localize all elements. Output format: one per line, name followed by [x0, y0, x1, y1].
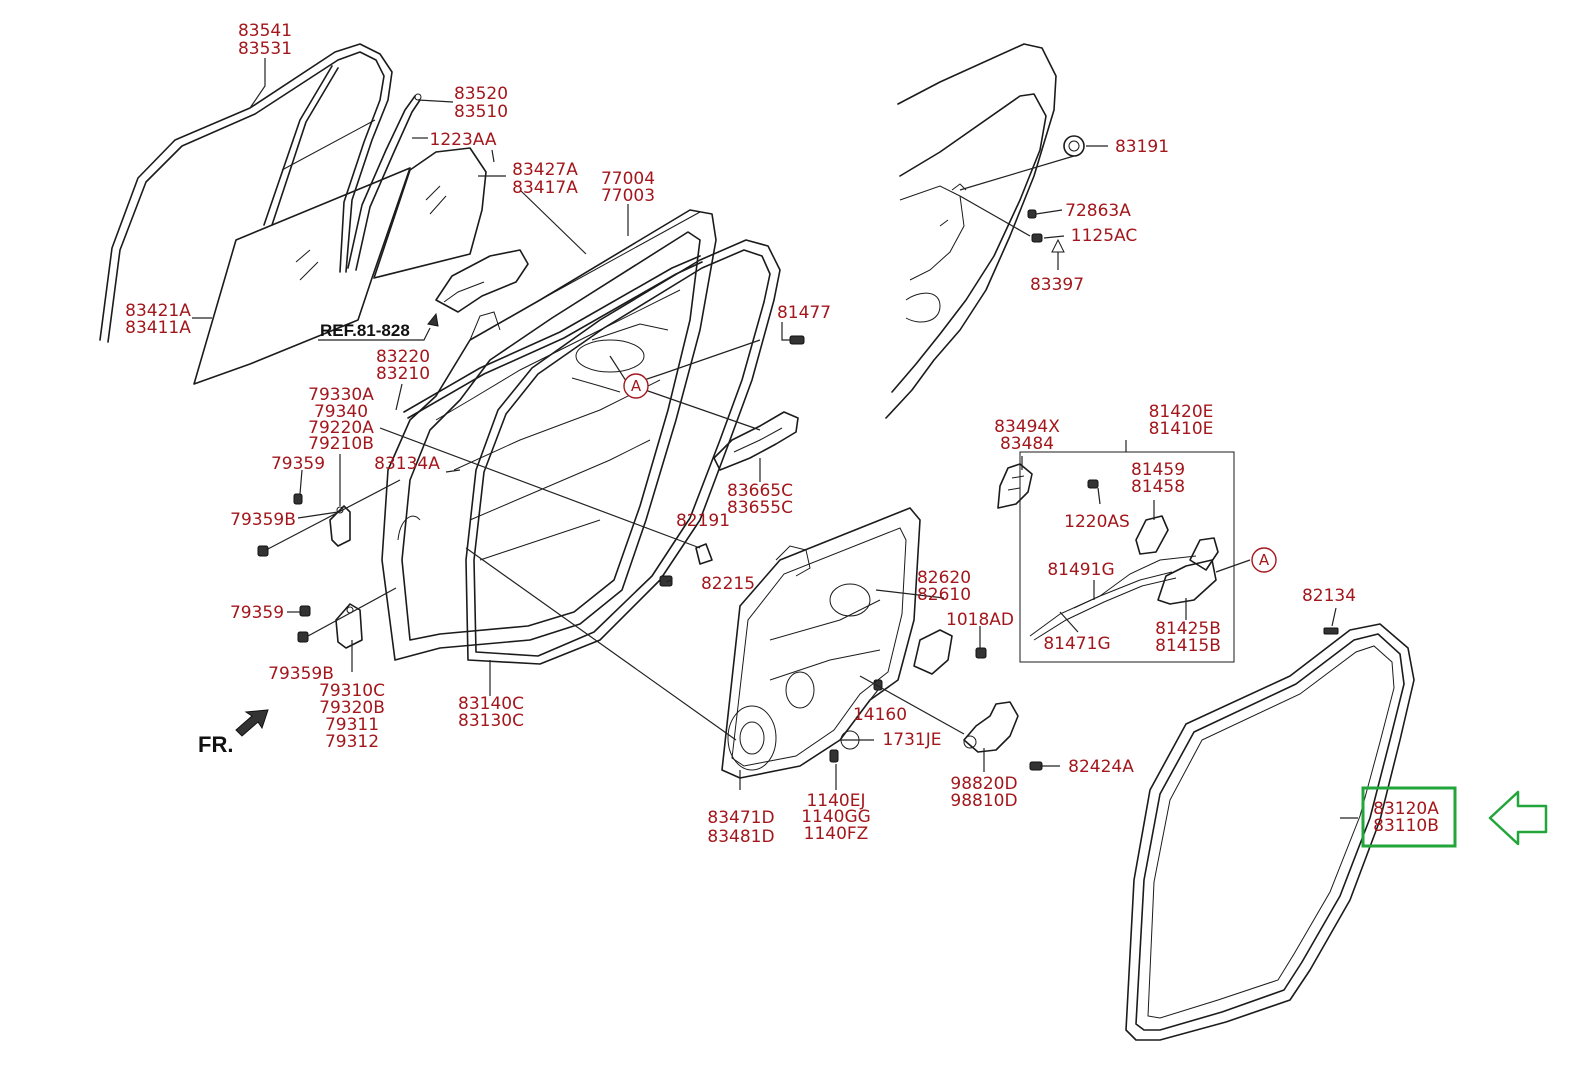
label-79340: 79340: [314, 402, 368, 422]
label-83481d: 83481D: [707, 827, 774, 847]
ref-label: REF.81-828: [320, 321, 410, 340]
part-labels: 83541 83531 83520 83510 1223AA 83427A 83…: [125, 21, 1439, 847]
module-panel-drawing: [721, 507, 921, 779]
label-98810d: 98810D: [950, 791, 1017, 811]
label-1140ej: 1140EJ: [806, 791, 865, 811]
leader-lines: [192, 58, 1358, 819]
label-79359b-upper: 79359B: [230, 510, 296, 530]
inside-handle-drawing: [913, 629, 953, 675]
label-83427a: 83427A: [512, 160, 578, 180]
label-72863a: 72863A: [1065, 201, 1131, 221]
label-82424a: 82424A: [1068, 757, 1134, 777]
label-1140fz: 1140FZ: [804, 824, 869, 844]
label-14160: 14160: [853, 705, 907, 725]
label-82191: 82191: [676, 511, 730, 531]
front-label: FR.: [198, 732, 233, 757]
label-83520: 83520: [454, 84, 508, 104]
label-83411a: 83411A: [125, 318, 191, 338]
label-1223aa: 1223AA: [430, 130, 497, 150]
lower-hinge-drawing: [335, 603, 363, 649]
bracket-drawing: [997, 463, 1033, 509]
label-81420e: 81420E: [1149, 402, 1214, 422]
label-83110b: 83110B: [1373, 816, 1439, 836]
label-83120a: 83120A: [1373, 799, 1439, 819]
label-83494x: 83494X: [994, 417, 1060, 437]
label-83510: 83510: [454, 102, 508, 122]
outside-handle-drawing: [713, 411, 799, 471]
door-body-weatherstrip-drawing: [465, 239, 781, 665]
label-83531: 83531: [238, 39, 292, 59]
highlight-arrow-icon: [1488, 790, 1548, 846]
label-81491g: 81491G: [1047, 560, 1114, 580]
callout-a-door: A: [623, 373, 649, 399]
label-83484: 83484: [1000, 434, 1054, 454]
label-79359-upper: 79359: [271, 454, 325, 474]
quarter-glass-drawing: [373, 147, 487, 279]
svg-text:A: A: [631, 377, 642, 395]
label-79359b-lower: 79359B: [268, 664, 334, 684]
label-83140c: 83140C: [458, 694, 524, 714]
label-81458: 81458: [1131, 477, 1185, 497]
front-arrow-icon: [235, 709, 269, 737]
label-83417a: 83417A: [512, 178, 578, 198]
fasteners-drawing: [257, 209, 1339, 771]
door-weatherstrip-ring-drawing: [1125, 623, 1415, 1041]
label-83220: 83220: [376, 347, 430, 367]
label-81410e: 81410E: [1149, 419, 1214, 439]
label-82610: 82610: [917, 585, 971, 605]
label-81415b: 81415B: [1155, 636, 1221, 656]
regulator-motor-drawing: [963, 701, 1019, 753]
highlight-box: [1361, 786, 1457, 848]
label-79320b: 79320B: [319, 698, 385, 718]
inner-door-frame-drawing: [885, 43, 1085, 419]
label-1140gg: 1140GG: [801, 807, 871, 827]
label-83541: 83541: [238, 21, 292, 41]
label-77004: 77004: [601, 169, 655, 189]
svg-text:A: A: [1259, 551, 1270, 569]
label-1018ad: 1018AD: [946, 610, 1014, 630]
label-79220a: 79220A: [308, 418, 374, 438]
label-83191: 83191: [1115, 137, 1169, 157]
glass-run-outer-drawing: [99, 43, 393, 343]
label-82215: 82215: [701, 574, 755, 594]
label-83130c: 83130C: [458, 711, 524, 731]
label-79210b: 79210B: [308, 434, 374, 454]
label-83210: 83210: [376, 364, 430, 384]
label-79311: 79311: [325, 715, 379, 735]
latch-group-box: [1019, 451, 1235, 663]
label-82620: 82620: [917, 568, 971, 588]
label-83471d: 83471D: [707, 808, 774, 828]
callout-a-latch: A: [1251, 547, 1277, 573]
label-83397: 83397: [1030, 275, 1084, 295]
label-79330a: 79330A: [308, 385, 374, 405]
label-77003: 77003: [601, 186, 655, 206]
label-1731je: 1731JE: [882, 730, 941, 750]
label-83421a: 83421A: [125, 301, 191, 321]
label-79310c: 79310C: [319, 681, 385, 701]
label-82134: 82134: [1302, 586, 1356, 606]
belt-moulding-drawing: [403, 255, 703, 419]
label-79312: 79312: [325, 732, 379, 752]
outside-handle-ref-drawing: [427, 249, 529, 327]
door-panel-drawing: [381, 209, 717, 661]
label-1125ac: 1125AC: [1071, 226, 1137, 246]
label-98820d: 98820D: [950, 774, 1017, 794]
label-81477: 81477: [777, 303, 831, 323]
label-83665c: 83665C: [727, 481, 793, 501]
label-81425b: 81425B: [1155, 619, 1221, 639]
label-1220as: 1220AS: [1064, 512, 1130, 532]
label-83655c: 83655C: [727, 498, 793, 518]
label-81471g: 81471G: [1043, 634, 1110, 654]
label-83134a: 83134A: [374, 454, 440, 474]
label-81459: 81459: [1131, 460, 1185, 480]
door-glass-drawing: [193, 167, 411, 385]
label-79359-lower: 79359: [230, 603, 284, 623]
